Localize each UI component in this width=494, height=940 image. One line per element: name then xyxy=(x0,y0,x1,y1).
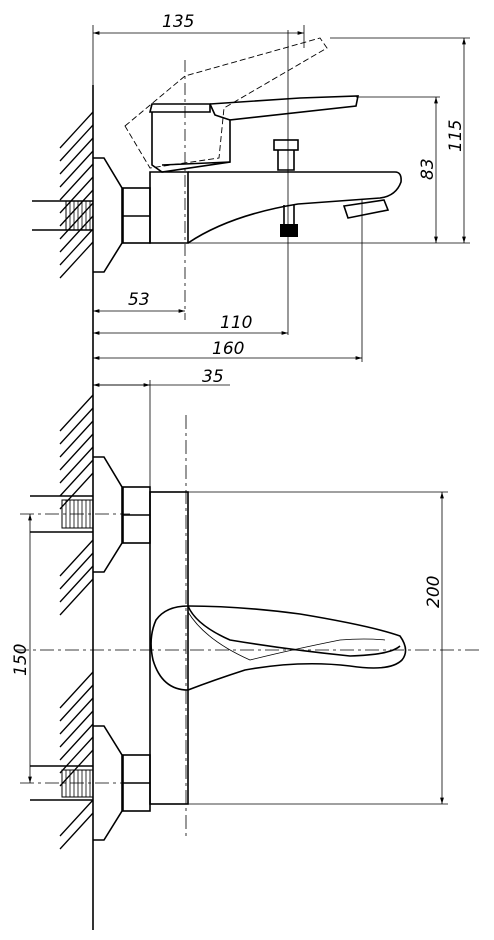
wall-hatch-front-upper xyxy=(59,394,94,616)
dim-label-wall-to-spout-tip: 160 xyxy=(212,339,244,359)
wall-hatch-front-lower xyxy=(59,671,94,850)
lever-front xyxy=(150,605,407,691)
dim-label-wall-to-lever: 53 xyxy=(128,290,150,310)
diverter-knob xyxy=(273,139,299,171)
spout-side xyxy=(187,171,402,244)
diverter-pull xyxy=(280,205,298,237)
dim-label-spout-height: 115 xyxy=(446,120,466,152)
dimension-wall-to-diverter: 110 xyxy=(93,313,288,335)
dim-label-wall-to-diverter: 110 xyxy=(220,313,252,333)
upper-escutcheon xyxy=(93,456,123,573)
inlet-pipe-side xyxy=(32,200,94,231)
wall-hatch-top xyxy=(59,111,94,279)
dimension-spout-height: 115 xyxy=(446,38,466,243)
lever-cap xyxy=(148,103,211,113)
front-view xyxy=(15,394,480,850)
upper-inlet xyxy=(30,456,151,573)
side-view xyxy=(32,25,470,930)
dim-label-body-height-front: 200 xyxy=(424,576,444,608)
dimension-inlet-spacing: 150 xyxy=(11,514,32,783)
lever-solid xyxy=(151,95,359,173)
dimension-top-width: 135 xyxy=(93,12,304,35)
dim-label-inlet-spacing: 150 xyxy=(11,644,31,676)
dimension-body-height: 83 xyxy=(418,97,438,243)
dim-label-top-width: 135 xyxy=(162,12,194,32)
dimension-body-height-front: 200 xyxy=(424,492,444,804)
dim-label-body-height: 83 xyxy=(418,158,438,180)
lever-open-position xyxy=(124,37,328,169)
dimension-wall-to-body: 35 xyxy=(93,367,230,492)
dim-label-wall-to-body: 35 xyxy=(202,367,224,387)
body-side xyxy=(149,171,189,244)
escutcheon-side xyxy=(93,157,123,273)
spout-outlet xyxy=(342,199,390,219)
dimension-wall-to-lever: 53 xyxy=(93,290,185,313)
dimension-wall-to-spout-tip: 160 xyxy=(93,339,362,360)
body-front xyxy=(149,491,189,805)
